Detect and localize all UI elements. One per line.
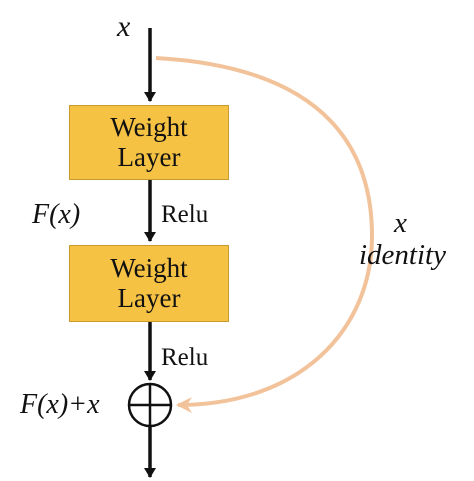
relu-label-1: Relu (161, 201, 209, 228)
identity-shortcut-arrow (155, 56, 375, 413)
sum-label: F(x)+x (20, 389, 100, 420)
weight-layer-2-line1: Weight (110, 253, 188, 284)
relu-label-2: Relu (161, 344, 209, 371)
weight-layer-2: Weight Layer (69, 245, 229, 322)
identity-label: identity (359, 239, 446, 271)
weight-layer-1: Weight Layer (69, 105, 229, 180)
input-label: x (117, 10, 131, 43)
weight-layer-1-line2: Layer (117, 141, 181, 172)
fx-label: F(x) (32, 199, 81, 230)
identity-var-label: x (394, 207, 407, 239)
weight-layer-2-line2: Layer (117, 282, 181, 313)
sum-node-icon (127, 382, 173, 428)
weight-layer-1-line1: Weight (110, 112, 188, 143)
